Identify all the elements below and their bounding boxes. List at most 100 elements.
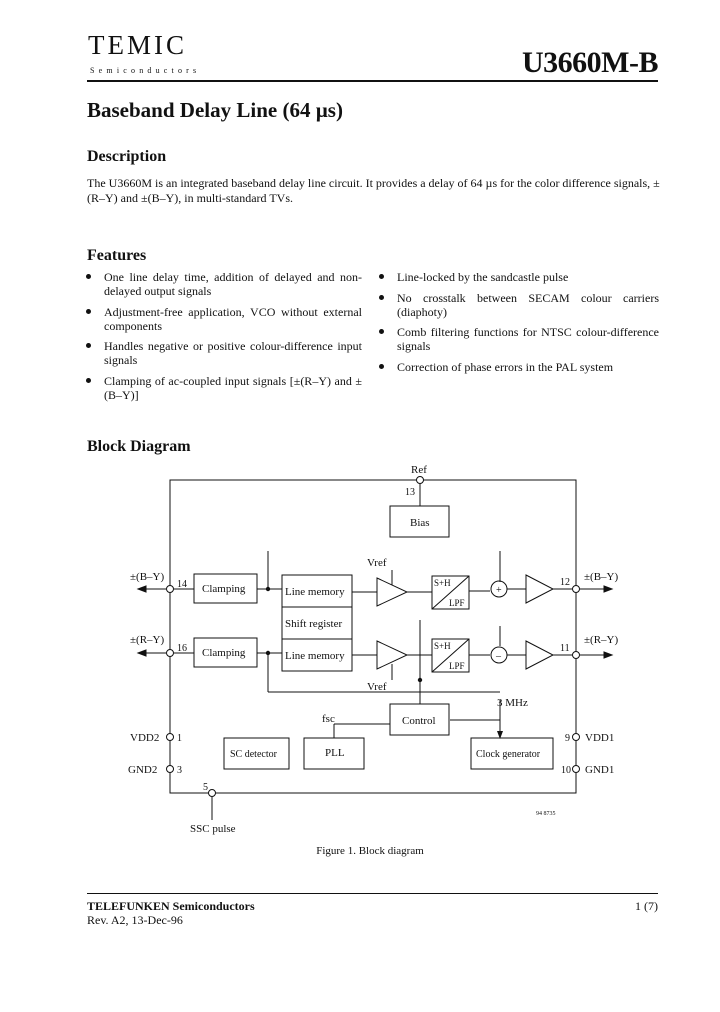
feature-item: Line-locked by the sandcastle pulse [379,270,659,284]
pin-10 [572,765,580,773]
company-logo: TEMIC [88,30,187,60]
clamping-2-label: Clamping [202,647,246,659]
bullet-icon [86,343,91,348]
control-block [389,703,450,736]
pll-block [303,737,365,770]
ssc-pulse-label: SSC pulse [190,823,236,835]
pin-10-label: 10 [561,765,571,776]
header-rule [87,80,658,82]
pin-11-label: 11 [560,643,570,654]
feature-text: Correction of phase errors in the PAL sy… [397,360,614,374]
bias-label: Bias [410,517,430,529]
pin-14-label: 14 [177,579,187,590]
bullet-icon [86,274,91,279]
feature-item: Clamping of ac-coupled input signals [±(… [86,374,362,402]
ref-label: Ref [411,464,427,476]
pin-12-label: 12 [560,577,570,588]
feature-item: Correction of phase errors in the PAL sy… [379,360,659,374]
pll-label: PLL [325,747,345,759]
line-memory-stack [281,574,353,672]
pin-3-label: 3 [177,765,182,776]
input-ry-label: ±(R–Y) [130,634,164,646]
3mhz-label: 3 MHz [497,697,528,709]
gnd2-label: GND2 [128,764,157,776]
features-heading: Features [87,247,147,264]
footer-page-number: 1 (7) [635,899,658,913]
bullet-icon [379,274,384,279]
output-by-label: ±(B–Y) [584,571,618,583]
figure-id-label: 94 8735 [536,811,556,817]
pin-16 [166,649,174,657]
clock-generator-label: Clock generator [476,749,541,760]
bullet-icon [379,364,384,369]
footer-left: TELEFUNKEN Semiconductors Rev. A2, 13-De… [87,899,255,927]
vref-top-label: Vref [367,557,387,569]
vref-bottom-label: Vref [367,681,387,693]
pin-13-label: 13 [405,487,415,498]
bullet-icon [86,309,91,314]
sum-1-label: + [496,585,502,596]
sc-detector-label: SC detector [230,749,278,760]
feature-text: No crosstalk between SECAM colour carrie… [397,291,659,319]
feature-text: Comb filtering functions for NTSC colour… [397,325,659,353]
feature-text: Line-locked by the sandcastle pulse [397,270,569,284]
pin-1 [166,733,174,741]
sh1-label: S+H [434,578,451,588]
pin-9-label: 9 [565,733,570,744]
bullet-icon [379,295,384,300]
footer-rule [87,893,658,894]
output-arrow-icon [603,585,614,593]
pin-3 [166,765,174,773]
feature-text: Clamping of ac-coupled input signals [±(… [104,374,362,402]
pin-11 [572,651,580,659]
bullet-icon [86,378,91,383]
output-arrow-icon [603,651,614,659]
clamping-1-label: Clamping [202,583,246,595]
input-arrow-icon [136,649,147,657]
vdd2-label: VDD2 [130,732,159,744]
document-title: Baseband Delay Line (64 µs) [87,98,343,122]
sh-lpf-block-1 [431,575,470,610]
bias-block [389,505,450,538]
line-memory-1-label: Line memory [285,586,345,598]
pin-13 [416,476,424,484]
output-amplifier-1 [525,574,555,604]
figure-caption: Figure 1. Block diagram [316,845,424,857]
shift-register-label: Shift register [285,618,342,630]
pin-5 [208,789,216,797]
lpf2-label: LPF [449,661,465,671]
feature-text: One line delay time, addition of delayed… [104,270,362,298]
description-heading: Description [87,148,167,165]
clock-generator-block [470,737,554,770]
bullet-icon [379,329,384,334]
description-text: The U3660M is an integrated baseband del… [87,176,660,205]
input-arrow-icon [136,585,147,593]
line-memory-2-label: Line memory [285,650,345,662]
input-by-label: ±(B–Y) [130,571,164,583]
pin-14 [166,585,174,593]
control-label: Control [402,715,436,727]
output-amplifier-2 [525,640,555,670]
feature-item: Comb filtering functions for NTSC colour… [379,325,659,353]
gnd1-label: GND1 [585,764,614,776]
sc-detector-block [223,737,290,770]
feature-item: Adjustment-free application, VCO without… [86,305,362,333]
ic-outline [169,479,577,794]
pin-16-label: 16 [177,643,187,654]
pin-1-label: 1 [177,733,182,744]
sum-2-label: – [495,651,502,662]
feature-text: Adjustment-free application, VCO without… [104,305,362,333]
block-diagram-heading: Block Diagram [87,438,191,455]
fsc-label: fsc [322,713,335,725]
feature-item: Handles negative or positive colour-diff… [86,339,362,367]
amplifier-triangle-2 [376,640,409,670]
feature-item: One line delay time, addition of delayed… [86,270,362,298]
footer-revision: Rev. A2, 13-Dec-96 [87,913,183,927]
vdd1-label: VDD1 [585,732,614,744]
part-number: U3660M-B [522,46,658,79]
output-ry-label: ±(R–Y) [584,634,618,646]
sh2-label: S+H [434,641,451,651]
pin-12 [572,585,580,593]
pin-5-label: 5 [203,782,208,793]
